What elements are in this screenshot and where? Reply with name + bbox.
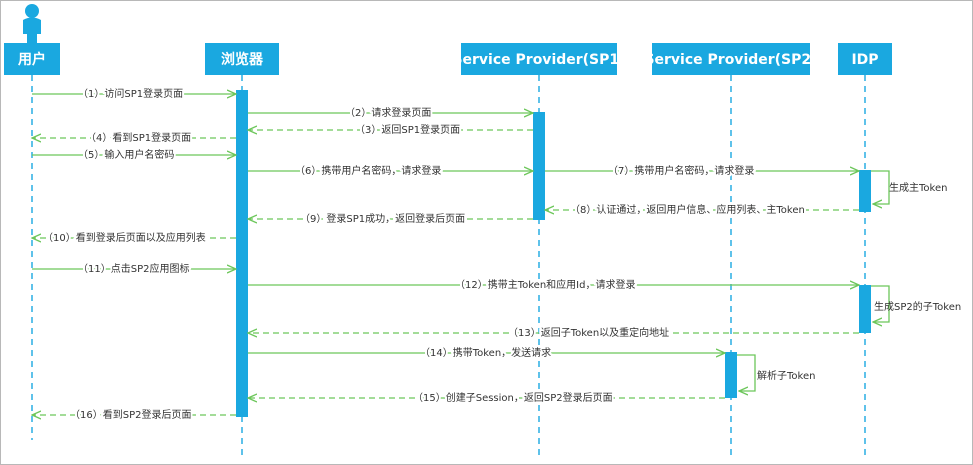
message-9: （9）登录SP1成功，返回登录后页面 <box>248 210 533 227</box>
self-loop-idp-2 <box>871 285 890 322</box>
activation-sp2 <box>725 352 737 398</box>
message-1: （1）访问SP1登录页面 <box>32 85 236 102</box>
self-loop-idp-1 <box>871 170 890 204</box>
message-10-label: （10）看到登录后页面以及应用列表 <box>43 231 206 244</box>
message-7: （7）携带用户名密码，请求登录 <box>545 162 859 179</box>
message-5: （5）输入用户名密码 <box>32 146 236 163</box>
self-note-generate-sp2-token: 生成SP2的子Token <box>871 285 961 322</box>
message-8-label: （8）认证通过，返回用户信息、应用列表、主Token <box>570 203 805 216</box>
message-6-label: （6）携带用户名密码，请求登录 <box>295 164 441 177</box>
message-6: （6）携带用户名密码，请求登录 <box>248 162 533 179</box>
activation-idp-2 <box>859 285 871 333</box>
message-12: （12）携带主Token和应用Id，请求登录 <box>248 276 859 293</box>
message-12-label: （12）携带主Token和应用Id，请求登录 <box>455 278 635 291</box>
message-7-label: （7）携带用户名密码，请求登录 <box>608 164 754 177</box>
message-16-label: （16）看到SP2登录后页面 <box>70 408 191 421</box>
actor-sp1-box <box>461 43 617 75</box>
self-note-generate-main-token: 生成主Token <box>871 170 947 204</box>
message-11: （11）点击SP2应用图标 <box>32 260 236 277</box>
message-15-label: （15）创建子Session，返回SP2登录后页面 <box>413 391 613 404</box>
message-13: （13）返回子Token以及重定向地址 <box>248 324 859 341</box>
actor-idp-box <box>838 43 892 75</box>
actor-user: 用户 <box>4 43 60 75</box>
message-11-label: （11）点击SP2应用图标 <box>78 262 189 275</box>
actor-sp2-box <box>652 43 810 75</box>
messages: （1）访问SP1登录页面 （2）请求登录页面 （3）返回SP1登录页面 （4）看… <box>32 85 859 423</box>
message-14-label: （14）携带Token，发送请求 <box>420 346 551 359</box>
message-3: （3）返回SP1登录页面 <box>248 121 533 138</box>
self-note-2-label: 生成SP2的子Token <box>874 300 961 313</box>
self-note-3-label: 解析子Token <box>757 369 815 382</box>
actor-idp: IDP <box>838 43 892 75</box>
actor-user-box <box>4 43 60 75</box>
self-note-1-label: 生成主Token <box>889 181 947 194</box>
self-loop-sp2 <box>737 354 756 391</box>
message-2-label: （2）请求登录页面 <box>345 106 431 119</box>
message-3-label: （3）返回SP1登录页面 <box>355 123 460 136</box>
message-13-label: （13）返回子Token以及重定向地址 <box>508 326 669 339</box>
actor-browser-box <box>205 43 279 75</box>
activation-idp-1 <box>859 170 871 212</box>
actor-sp2: Service Provider(SP2) <box>644 43 818 75</box>
activation-browser <box>236 90 248 417</box>
actor-sp2-label: Service Provider(SP2) <box>644 52 817 68</box>
message-8: （8）认证通过，返回用户信息、应用列表、主Token <box>545 201 859 218</box>
message-10: （10）看到登录后页面以及应用列表 <box>32 229 236 246</box>
self-notes: 生成主Token 生成SP2的子Token 解析子Token <box>737 170 961 391</box>
message-2: （2）请求登录页面 <box>248 104 533 121</box>
activation-bars <box>236 90 871 417</box>
message-15: （15）创建子Session，返回SP2登录后页面 <box>248 389 725 406</box>
actor-sp1-label: Service Provider(SP1) <box>452 52 625 68</box>
actor-sp1: Service Provider(SP1) <box>452 43 626 75</box>
activation-sp1 <box>533 112 545 220</box>
actor-browser: 浏览器 <box>205 43 279 75</box>
message-5-label: （5）输入用户名密码 <box>78 148 174 161</box>
actor-browser-label: 浏览器 <box>221 51 264 68</box>
actor-user-label: 用户 <box>18 51 46 68</box>
message-1-label: （1）访问SP1登录页面 <box>78 87 183 100</box>
self-note-parse-sub-token: 解析子Token <box>737 354 815 391</box>
actor-idp-label: IDP <box>851 52 878 68</box>
message-9-label: （9）登录SP1成功，返回登录后页面 <box>300 212 465 225</box>
message-4-label: （4）看到SP1登录页面 <box>86 131 191 144</box>
message-4: （4）看到SP1登录页面 <box>32 129 236 146</box>
message-16: （16）看到SP2登录后页面 <box>32 406 236 423</box>
person-icon <box>23 4 41 44</box>
message-14: （14）携带Token，发送请求 <box>248 344 725 361</box>
